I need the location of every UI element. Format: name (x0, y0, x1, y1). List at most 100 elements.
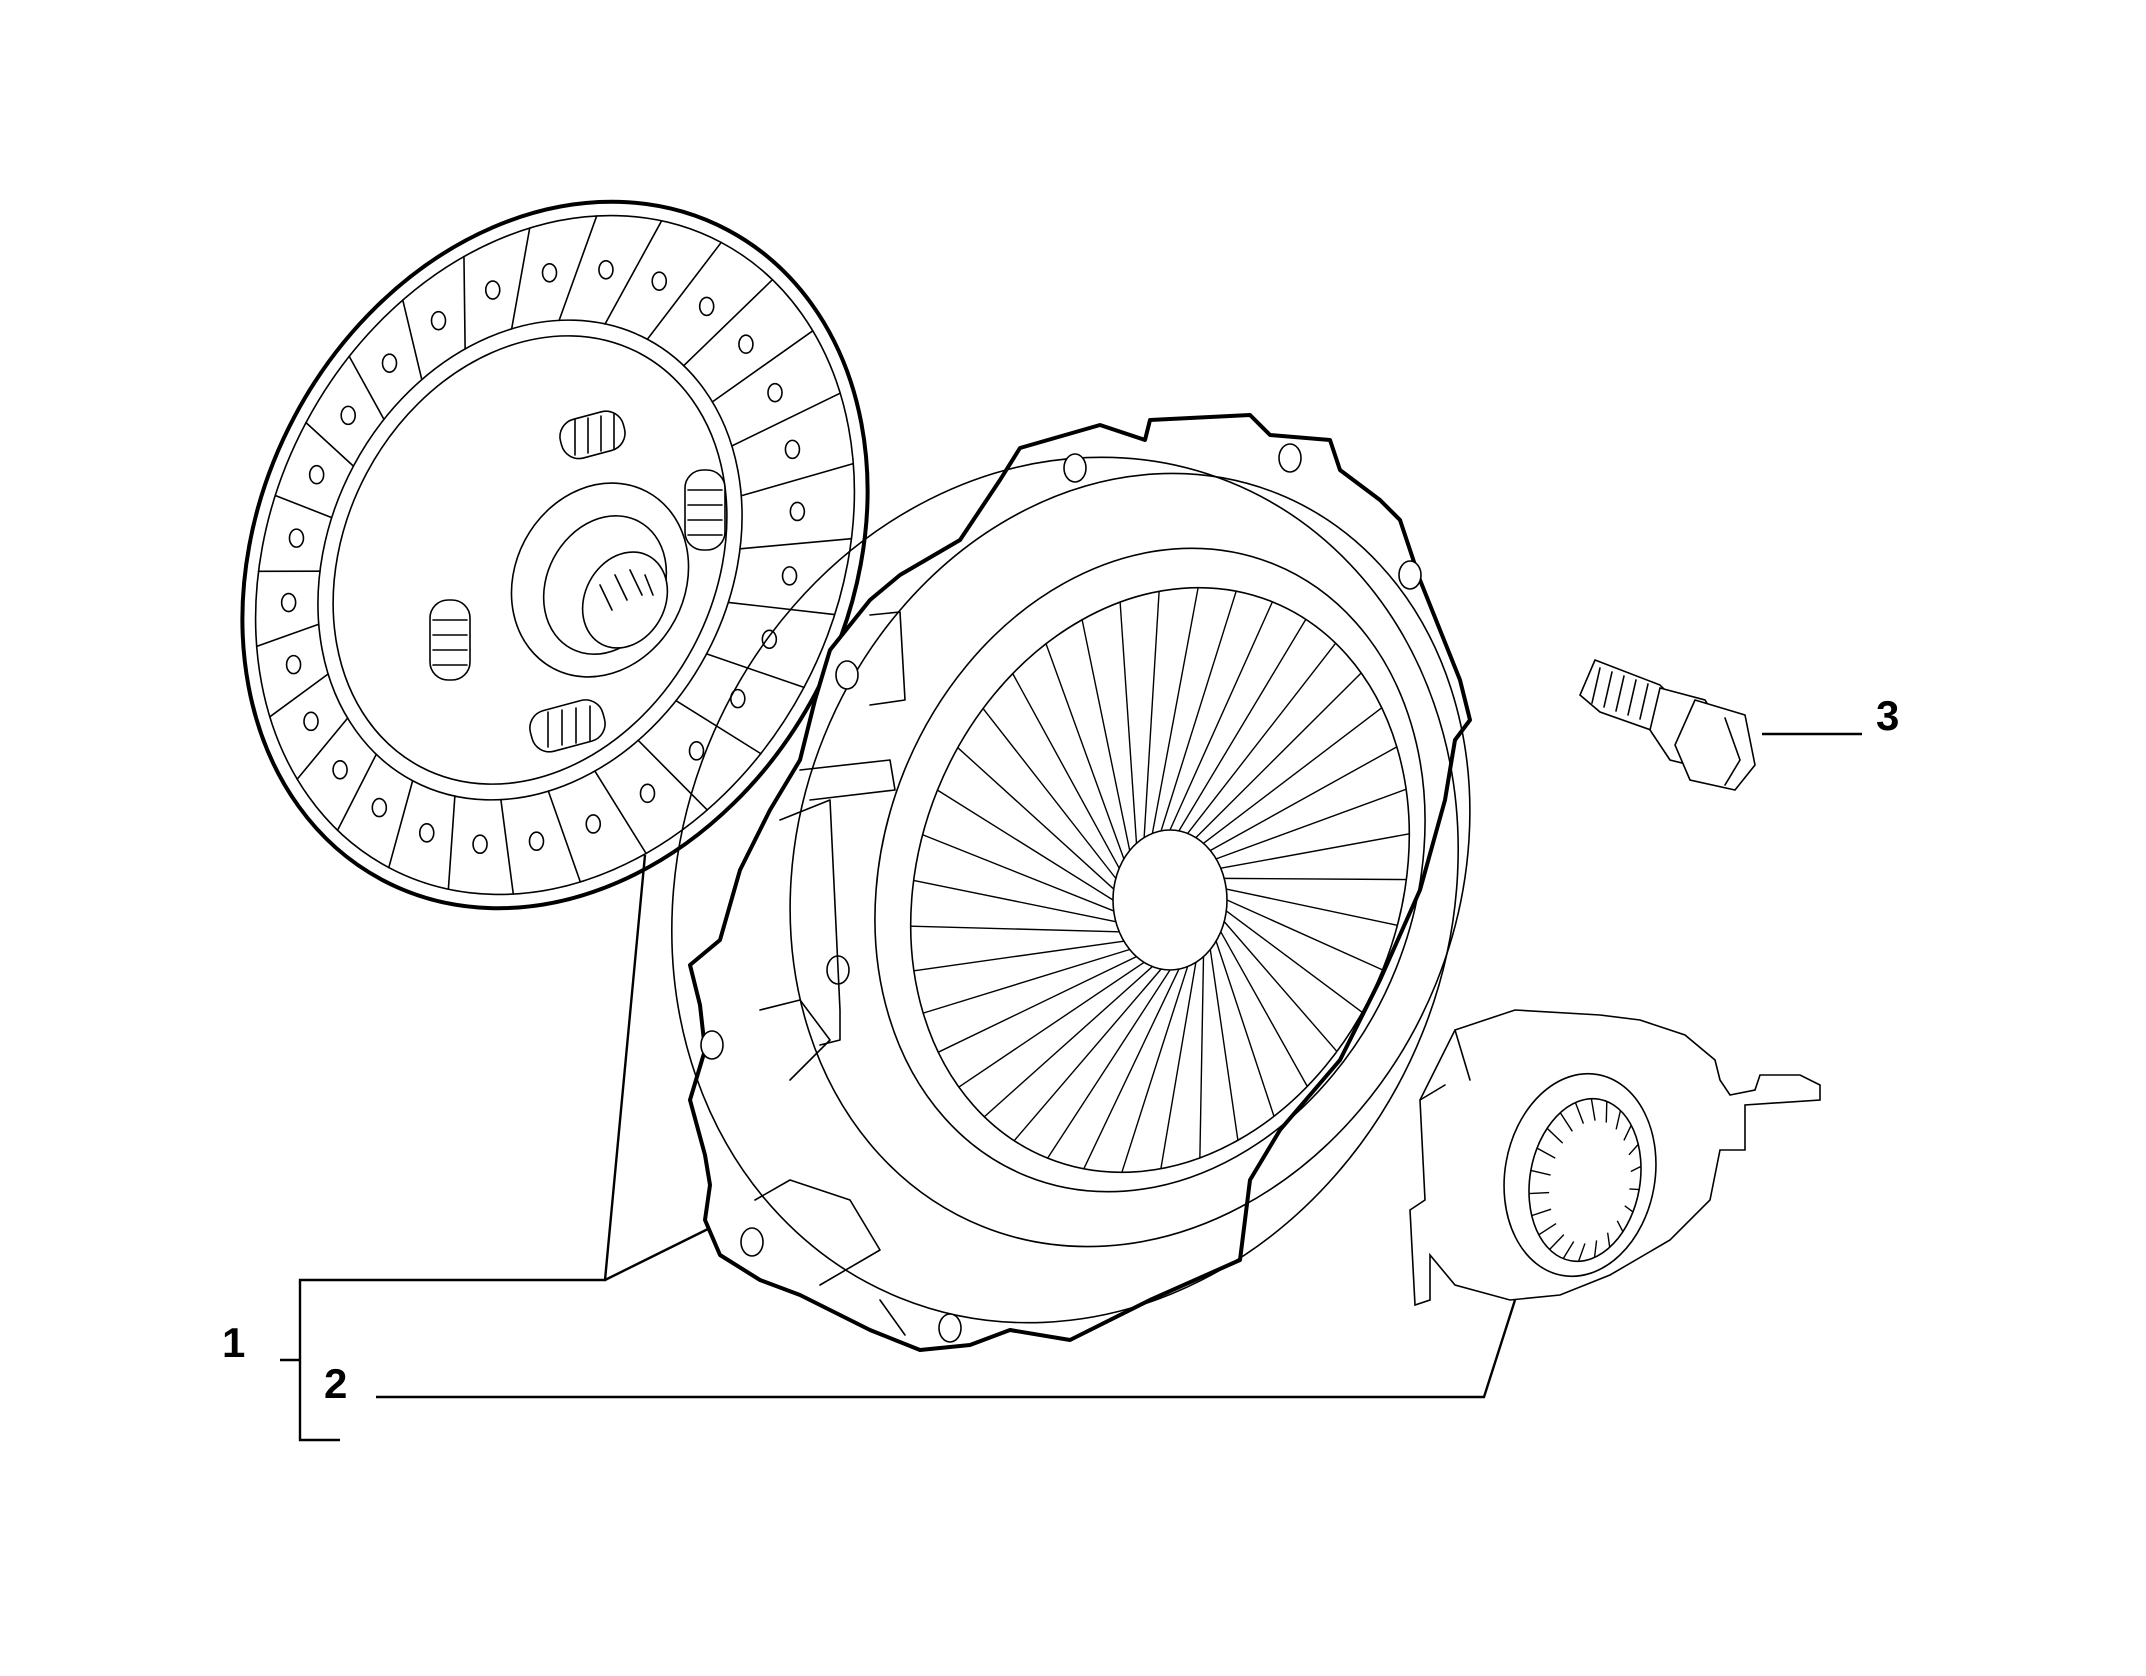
disc-rivet (767, 382, 783, 403)
disc-slot (547, 790, 582, 883)
spring-finger (1119, 602, 1138, 844)
spring-finger (1151, 587, 1199, 834)
disc-rivet (484, 280, 501, 300)
disc-rivet (598, 259, 614, 280)
damper-spring (529, 699, 606, 753)
disc-slot (740, 462, 855, 497)
disc-slot (510, 227, 531, 330)
spring-finger (1209, 949, 1239, 1141)
spline-tooth (1536, 1147, 1556, 1159)
spring-finger (910, 925, 1120, 933)
disc-slot (739, 537, 853, 550)
disc-rivet (371, 797, 388, 818)
disc-slot (731, 392, 841, 447)
disc-rivet (784, 439, 801, 460)
spring-finger (1045, 643, 1125, 860)
spline-tooth (1549, 1234, 1565, 1250)
spring-finger (1143, 591, 1160, 838)
disc-rivet (308, 464, 325, 485)
spring-finger (1226, 899, 1383, 971)
disc-rivet (430, 310, 447, 331)
disc-rivet (738, 334, 754, 354)
pressure-plate-icon (671, 413, 1472, 1352)
spring-finger (937, 956, 1137, 1053)
spring-finger (1160, 590, 1237, 832)
disc-slot (274, 494, 333, 519)
callout-2: 2 (324, 1360, 348, 1407)
spring-finger (1215, 788, 1407, 860)
spline-tooth (1562, 1241, 1575, 1259)
spline-tooth (1528, 1191, 1550, 1195)
disc-rivet (472, 834, 488, 855)
disc-rivet (418, 823, 435, 843)
disc-friction-slots (255, 215, 855, 895)
spring-finger (958, 961, 1145, 1088)
spline-tooth (1606, 1232, 1611, 1248)
spring-finger (1225, 910, 1363, 1013)
spline-tooth (1615, 1110, 1622, 1130)
spline-tooth (1531, 1208, 1552, 1217)
spring-finger (1226, 888, 1398, 926)
disc-rivet (541, 262, 558, 283)
spring-finger (1220, 833, 1410, 869)
spring-finger (957, 747, 1115, 890)
disc-slot (388, 779, 414, 869)
spring-finger (922, 834, 1114, 912)
disc-slot (675, 699, 762, 755)
spline-tooth (1577, 1243, 1586, 1262)
disc-rivet (781, 566, 798, 586)
bolt-icon (1579, 658, 1756, 791)
disc-slot (705, 653, 805, 689)
spring-finger (1121, 966, 1189, 1173)
spring-finger (1013, 968, 1162, 1142)
disc-slot (269, 673, 329, 718)
spring-finger (1209, 746, 1398, 852)
clutch-disc-icon (240, 199, 870, 911)
disc-rivet (688, 741, 705, 761)
damper-spring (684, 469, 726, 551)
disc-rivet (285, 654, 302, 675)
disc-rivet (585, 814, 602, 834)
disc-slot (711, 330, 814, 403)
spring-finger (1160, 962, 1197, 1169)
spline-tooth (1574, 1102, 1585, 1124)
spring-finger (1178, 618, 1307, 832)
disc-slot (336, 753, 378, 832)
disc-rivet (639, 783, 656, 804)
spring-finger (982, 708, 1117, 879)
spline-tooth (1538, 1223, 1557, 1236)
disc-rivet (761, 629, 778, 650)
spline-tooth (1530, 1169, 1551, 1176)
spring-finger (1195, 672, 1362, 839)
disc-slot (463, 255, 466, 350)
spring-finger (1047, 969, 1171, 1159)
spline-tooth (1559, 1112, 1573, 1132)
spring-finger (1224, 877, 1407, 881)
disc-rivet (280, 592, 297, 613)
disc-rivet-holes (280, 259, 806, 855)
damper-spring (559, 410, 626, 460)
spring-finger (1203, 707, 1383, 844)
release-bearing-icon (1409, 1009, 1821, 1307)
leader-lines (280, 732, 1862, 1442)
disc-rivet (528, 831, 545, 852)
disc-rivet (651, 271, 668, 291)
disc-slot (646, 241, 722, 341)
spring-finger (983, 966, 1153, 1118)
spring-finger (922, 948, 1130, 1014)
spline-tooth (1616, 1220, 1624, 1233)
spring-finger (1220, 931, 1308, 1087)
disc-slot (296, 717, 349, 780)
spline-tooth (1630, 1165, 1642, 1173)
diaphragm-spring-fingers (910, 587, 1410, 1173)
spring-finger (913, 879, 1116, 923)
disc-slot (594, 770, 647, 855)
spline-tooth (1623, 1124, 1632, 1141)
disc-slot (727, 601, 836, 616)
spring-finger (1215, 940, 1275, 1117)
disc-slot (558, 215, 598, 322)
spline-tooth (1546, 1127, 1564, 1144)
disc-slot (348, 355, 385, 421)
callout-3: 3 (1876, 692, 1900, 739)
